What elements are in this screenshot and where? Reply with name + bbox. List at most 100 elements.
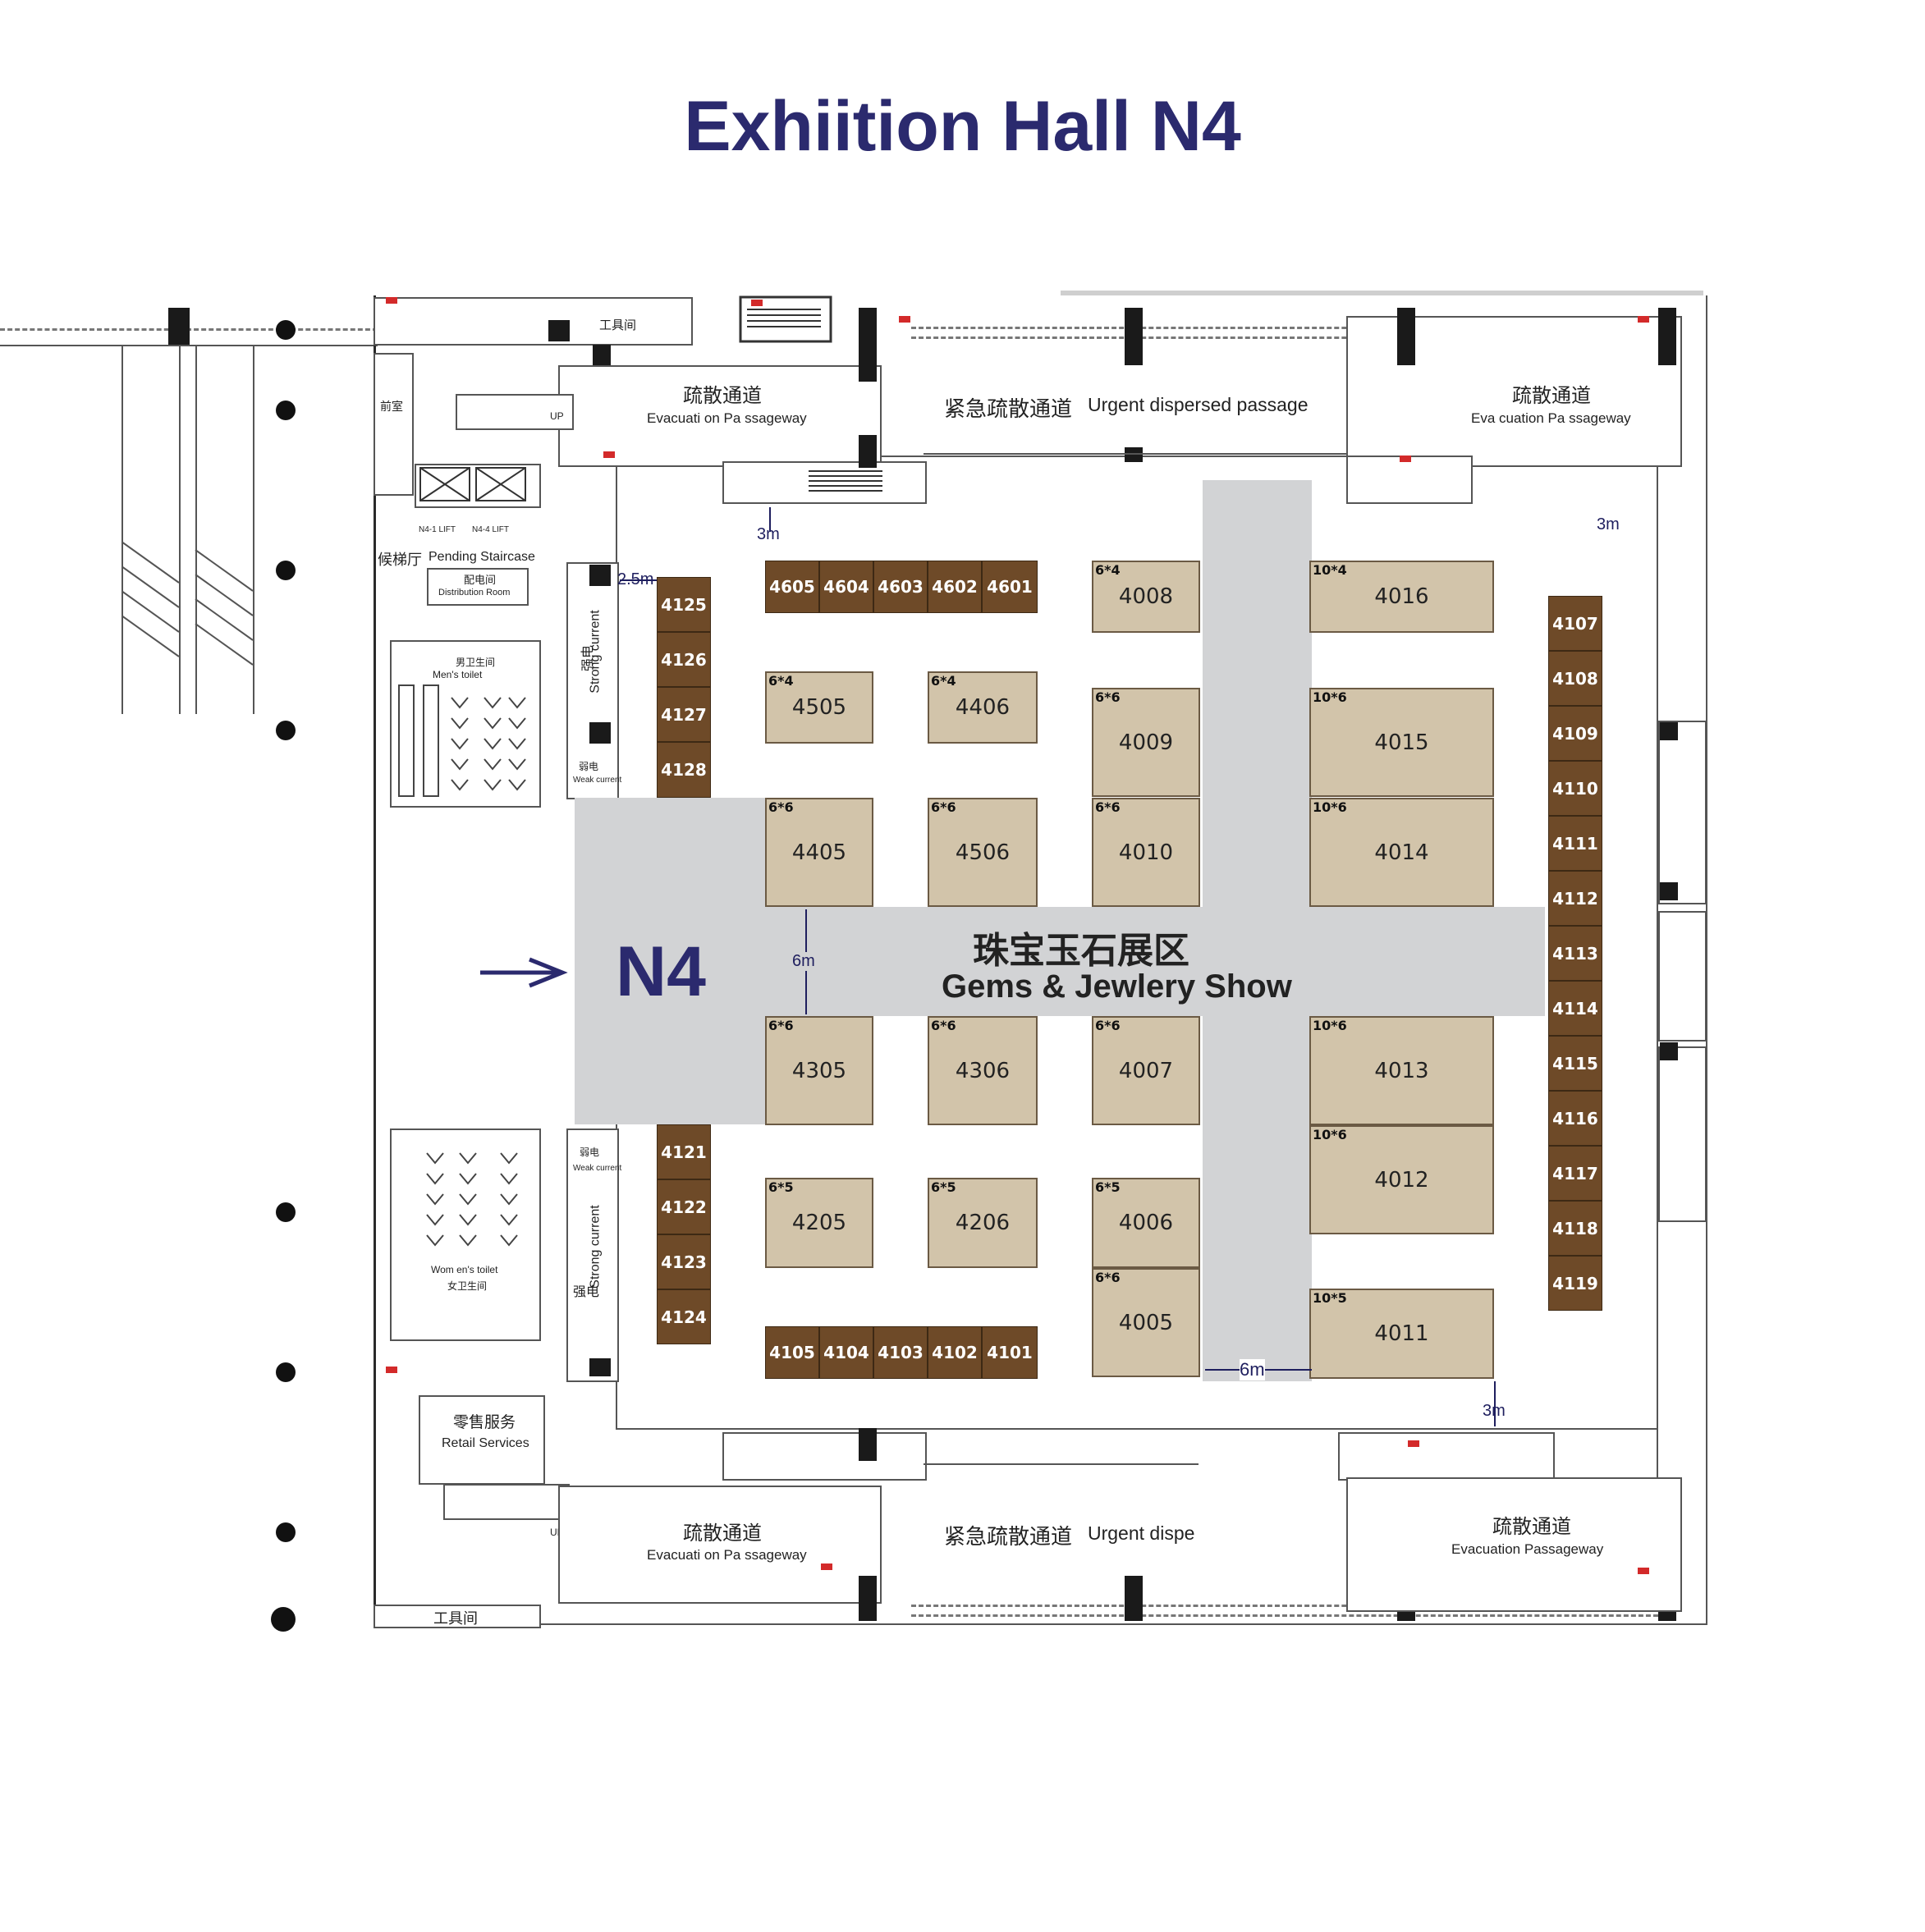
distribution-cn: 配电间: [464, 575, 497, 587]
east-outer-wall: [1706, 295, 1707, 1625]
stair-line: [195, 345, 197, 714]
booth-number: 4010: [1118, 840, 1174, 865]
booth-size: 6*5: [931, 1179, 956, 1195]
main-aisle-horizontal: [765, 907, 1545, 1016]
booth-size: 6*6: [1095, 1018, 1121, 1033]
booth-number: 4405: [791, 840, 847, 865]
mens-toilet: [390, 640, 541, 808]
booth-4125[interactable]: 4125: [657, 577, 711, 632]
stair-up-lower: [443, 1484, 570, 1520]
booth-4112[interactable]: 4112: [1548, 871, 1602, 926]
booth-4126[interactable]: 4126: [657, 632, 711, 687]
urgent-top-cn: 紧急疏散通道: [944, 397, 1073, 422]
booth-4115[interactable]: 4115: [1548, 1036, 1602, 1091]
fire-marker: [751, 300, 763, 306]
booth-4111[interactable]: 4111: [1548, 816, 1602, 871]
passage-line: [924, 1463, 1199, 1465]
booth-4405[interactable]: 6*6 4405: [765, 798, 873, 907]
dim-arrow: [769, 507, 771, 532]
booth-size: 6*6: [768, 799, 794, 815]
evac-top-left: [558, 365, 882, 467]
zone-label-en: Gems & Jewlery Show: [942, 968, 1292, 1005]
booth-4406[interactable]: 6*4 4406: [928, 671, 1038, 744]
booth-4128[interactable]: 4128: [657, 742, 711, 798]
booth-4602[interactable]: 4602: [928, 561, 982, 613]
weak-current-cn: 弱电: [579, 761, 599, 772]
tool-room-bottom: [374, 1605, 541, 1628]
evac-top-right-en: Eva cuation Pa ssageway: [1471, 410, 1631, 426]
booth-4601[interactable]: 4601: [982, 561, 1038, 613]
booth-4603[interactable]: 4603: [873, 561, 928, 613]
booth-4101[interactable]: 4101: [982, 1326, 1038, 1379]
booth-number: 4406: [955, 695, 1011, 720]
womens-toilet: [390, 1129, 541, 1341]
dim-arrow: [1494, 1381, 1496, 1426]
booth-number: 4012: [1374, 1167, 1429, 1193]
booth-4114[interactable]: 4114: [1548, 981, 1602, 1036]
toilet-stalls: [426, 1152, 518, 1247]
distribution-room: [427, 568, 529, 606]
booth-4104[interactable]: 4104: [819, 1326, 873, 1379]
booth-number: 4006: [1118, 1211, 1174, 1235]
pillar: [1660, 882, 1678, 900]
booth-4123[interactable]: 4123: [657, 1234, 711, 1289]
fire-marker: [1408, 1440, 1419, 1447]
booth-4102[interactable]: 4102: [928, 1326, 982, 1379]
booth-4103[interactable]: 4103: [873, 1326, 928, 1379]
booth-number: 4014: [1374, 840, 1429, 865]
booth-4121[interactable]: 4121: [657, 1124, 711, 1179]
booth-4118[interactable]: 4118: [1548, 1201, 1602, 1256]
booth-size: 10*6: [1313, 689, 1347, 705]
booth-4119[interactable]: 4119: [1548, 1256, 1602, 1311]
ante-room-label: 前室: [380, 401, 403, 414]
booth-4108[interactable]: 4108: [1548, 651, 1602, 706]
booth-4107[interactable]: 4107: [1548, 596, 1602, 651]
fire-marker: [386, 297, 397, 304]
booth-4110[interactable]: 4110: [1548, 761, 1602, 816]
entrance-arrow-icon: [480, 957, 568, 988]
booth-4014[interactable]: 10*6 4014: [1309, 798, 1494, 907]
up-label: UP: [550, 410, 564, 422]
booth-4105[interactable]: 4105: [765, 1326, 819, 1379]
north-dashed: [911, 336, 1658, 339]
hall-code: N4: [616, 932, 706, 1011]
stair-line: [121, 345, 123, 714]
pillar: [593, 345, 611, 366]
booth-4117[interactable]: 4117: [1548, 1146, 1602, 1201]
booth-4109[interactable]: 4109: [1548, 706, 1602, 761]
main-aisle-vertical: [1203, 480, 1312, 1381]
strong-current-en: Strong current: [588, 610, 603, 694]
booth-4605[interactable]: 4605: [765, 561, 819, 613]
fire-marker: [603, 451, 615, 458]
booth-4116[interactable]: 4116: [1548, 1091, 1602, 1146]
booth-4124[interactable]: 4124: [657, 1289, 711, 1344]
booth-size: 10*6: [1313, 799, 1347, 815]
strong-current-cn-2: 强电: [573, 1284, 600, 1299]
booth-4122[interactable]: 4122: [657, 1179, 711, 1234]
booth-4604[interactable]: 4604: [819, 561, 873, 613]
evac-bottom-right: [1346, 1477, 1682, 1612]
booth-size: 6*4: [931, 673, 956, 689]
dim-3m-right: 3m: [1597, 515, 1620, 533]
booth-4127[interactable]: 4127: [657, 687, 711, 742]
retail-services: [419, 1395, 545, 1485]
booth-4113[interactable]: 4113: [1548, 926, 1602, 981]
booth-number: 4205: [791, 1211, 847, 1235]
